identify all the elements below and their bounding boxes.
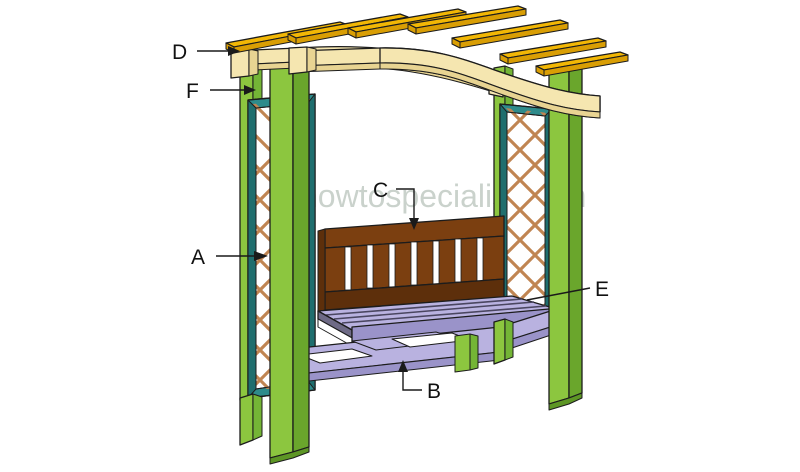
callout-B: B <box>398 360 441 403</box>
callout-D: D <box>172 41 240 64</box>
arrowhead-F <box>244 85 256 95</box>
bench-backrest <box>317 215 505 313</box>
beam-post-cap-midleft <box>288 46 317 75</box>
callout-C: C <box>373 179 419 230</box>
callout-F: F <box>186 80 256 103</box>
arrowhead-D <box>228 46 240 56</box>
rafters <box>225 5 629 77</box>
post-rear-left-foot <box>239 393 263 446</box>
arrowhead-A <box>254 251 268 261</box>
post-rear-right-foot <box>493 318 514 365</box>
top-beam-front-overlay-shade <box>379 62 601 119</box>
arrowhead-C <box>409 218 419 230</box>
callout-label-C: C <box>373 179 388 202</box>
post-front-right <box>548 61 583 411</box>
post-front-left <box>269 57 310 465</box>
callout-E: E <box>526 278 609 301</box>
callout-label-E: E <box>595 278 609 301</box>
beam-post-cap-left <box>230 48 259 79</box>
callout-label-B: B <box>427 380 441 403</box>
callout-label-F: F <box>186 80 199 103</box>
arrowhead-B <box>398 360 408 372</box>
callout-label-D: D <box>172 41 187 64</box>
callout-label-A: A <box>191 246 205 269</box>
lattice-mesh-right <box>505 108 548 314</box>
callout-A: A <box>191 246 268 269</box>
